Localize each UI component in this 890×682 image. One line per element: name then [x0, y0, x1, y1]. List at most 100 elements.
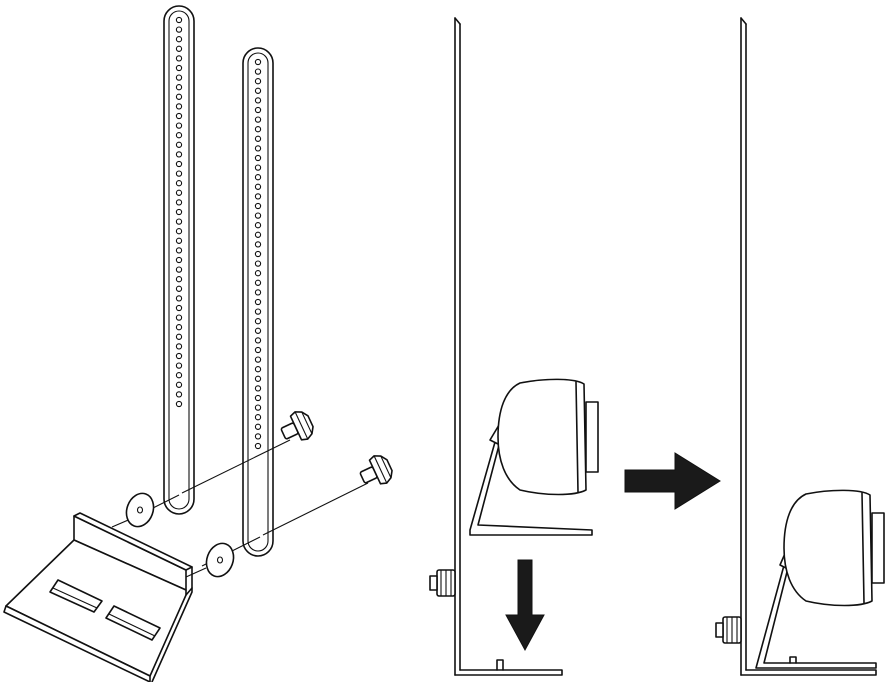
adjustment-hole	[254, 116, 262, 123]
adjustment-hole	[175, 266, 183, 273]
adjustment-hole	[254, 270, 262, 277]
washer-upper	[125, 492, 155, 528]
adjustment-hole	[175, 228, 183, 235]
adjustment-hole	[254, 279, 262, 286]
angled-base-bracket	[3, 512, 193, 682]
adjustment-hole	[254, 250, 262, 258]
adjustment-hole	[175, 295, 183, 302]
adjustment-hole	[175, 112, 183, 120]
adjustment-hole	[175, 391, 183, 398]
adjustment-hole	[175, 352, 183, 360]
bar-front-holes	[254, 58, 262, 450]
adjustment-hole	[254, 135, 262, 142]
adjustment-hole	[254, 346, 262, 354]
adjustment-hole	[175, 170, 183, 177]
adjustment-hole	[175, 247, 183, 254]
thumb-knob-upper	[280, 411, 314, 441]
adjustment-hole	[254, 145, 262, 152]
adjustment-hole	[175, 304, 183, 312]
adjustment-hole	[254, 260, 262, 267]
adjustment-hole	[254, 222, 262, 229]
plate-thumb-knob	[429, 569, 456, 597]
adjustment-hole	[254, 289, 262, 296]
adjustment-hole	[254, 174, 262, 181]
adjustment-hole	[254, 97, 262, 104]
adjustment-hole	[254, 231, 262, 238]
adjustment-hole	[254, 58, 262, 66]
adjustment-hole	[175, 36, 183, 43]
speaker-lifted	[469, 378, 599, 536]
adjustment-hole	[254, 327, 262, 334]
mount-plate-side-2	[740, 17, 877, 676]
adjustment-hole	[254, 68, 262, 75]
adjustment-hole	[254, 375, 262, 382]
adjustment-hole	[175, 151, 183, 158]
adjustment-hole	[175, 122, 183, 129]
adjustment-hole	[254, 78, 262, 85]
mount-plate-side	[454, 17, 563, 676]
adjustment-hole	[254, 154, 262, 162]
adjustment-hole	[175, 314, 183, 321]
slotted-bar-front	[242, 47, 274, 557]
adjustment-hole	[254, 308, 262, 315]
adjustment-hole	[254, 212, 262, 219]
adjustment-hole	[175, 381, 183, 388]
speaker-seated	[755, 489, 885, 669]
adjustment-hole	[175, 55, 183, 62]
adjustment-hole	[175, 16, 183, 24]
down-arrow	[505, 559, 545, 652]
adjustment-hole	[175, 64, 183, 72]
adjustment-hole	[175, 189, 183, 196]
adjustment-hole	[254, 366, 262, 373]
adjustment-hole	[175, 199, 183, 206]
adjustment-hole	[254, 164, 262, 171]
adjustment-hole	[254, 433, 262, 440]
adjustment-hole	[175, 45, 183, 52]
adjustment-hole	[254, 404, 262, 411]
adjustment-hole	[254, 193, 262, 200]
adjustment-hole	[254, 385, 262, 392]
adjustment-hole	[175, 400, 183, 408]
adjustment-hole	[254, 394, 262, 402]
adjustment-hole	[254, 202, 262, 210]
adjustment-hole	[254, 414, 262, 421]
adjustment-hole	[175, 208, 183, 216]
washer-lower	[205, 542, 235, 578]
adjustment-hole	[254, 183, 262, 190]
adjustment-hole	[175, 180, 183, 187]
adjustment-hole	[175, 74, 183, 81]
adjustment-hole	[175, 26, 183, 33]
adjustment-hole	[254, 356, 262, 363]
adjustment-hole	[175, 84, 183, 91]
plate-thumb-knob-2	[715, 616, 742, 644]
adjustment-hole	[254, 241, 262, 248]
bar-back-holes	[175, 16, 183, 408]
adjustment-hole	[175, 324, 183, 331]
adjustment-hole	[254, 106, 262, 114]
assembly-axis-lines	[111, 439, 369, 578]
adjustment-hole	[175, 93, 183, 100]
right-arrow	[624, 452, 721, 510]
adjustment-hole	[254, 87, 262, 94]
adjustment-hole	[175, 218, 183, 225]
adjustment-hole	[175, 160, 183, 168]
adjustment-hole	[175, 372, 183, 379]
adjustment-hole	[175, 333, 183, 340]
panel-speaker-seated	[715, 17, 885, 676]
panel-place-speaker	[429, 17, 599, 676]
adjustment-hole	[175, 256, 183, 264]
adjustment-hole	[175, 362, 183, 369]
exploded-bracket-parts	[3, 5, 393, 682]
slotted-bar-back	[163, 5, 195, 515]
adjustment-hole	[254, 337, 262, 344]
adjustment-hole	[175, 103, 183, 110]
adjustment-hole	[254, 318, 262, 325]
adjustment-hole	[254, 126, 262, 133]
adjustment-hole	[254, 442, 262, 450]
adjustment-hole	[175, 141, 183, 148]
adjustment-hole	[254, 298, 262, 306]
adjustment-hole	[175, 132, 183, 139]
adjustment-hole	[175, 237, 183, 244]
adjustment-hole	[175, 285, 183, 292]
